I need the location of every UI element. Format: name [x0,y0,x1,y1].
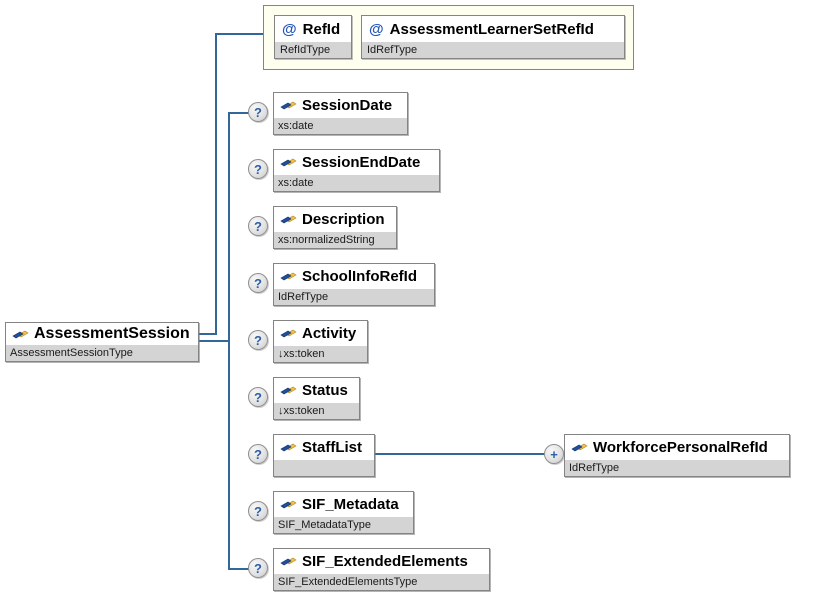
element-box-description[interactable]: Description xs:normalizedString [273,206,397,249]
connector-attributes-vertical [215,33,217,335]
attribute-title: @ AssessmentLearnerSetRefId [362,16,624,42]
element-type: xs:date [274,118,407,134]
element-box-sifextendedelements[interactable]: SIF_ExtendedElements SIF_ExtendedElement… [273,548,490,591]
connector-stafflist-to-child [373,453,546,455]
connector-stub-first-child [228,112,250,114]
occurrence-indicator-sessionenddate[interactable]: ? [248,159,268,179]
occurrence-symbol: ? [254,161,262,177]
element-box-assessmentsession[interactable]: AssessmentSession AssessmentSessionType [5,322,199,362]
element-type: ↓xs:token [274,403,359,419]
occurrence-indicator-sessiondate[interactable]: ? [248,102,268,122]
element-icon [280,327,297,340]
occurrence-indicator-activity[interactable]: ? [248,330,268,350]
connector-stub-last-child [228,568,250,570]
element-name: Status [302,382,348,399]
element-type: xs:date [274,175,439,191]
element-name: SIF_ExtendedElements [302,553,468,570]
element-name: SchoolInfoRefId [302,268,417,285]
element-type [274,460,374,476]
element-type: xs:normalizedString [274,232,396,248]
element-icon [280,384,297,397]
attribute-name: AssessmentLearnerSetRefId [389,20,594,38]
element-type: AssessmentSessionType [6,345,198,361]
element-icon [280,156,297,169]
element-name: SessionDate [302,97,393,114]
element-name: SessionEndDate [302,154,421,171]
occurrence-symbol: + [550,446,558,462]
occurrence-indicator-schoolinforefid[interactable]: ? [248,273,268,293]
element-type: SIF_ExtendedElementsType [274,574,489,590]
element-icon [12,328,29,341]
element-type: IdRefType [274,289,434,305]
attribute-name: RefId [302,20,341,38]
occurrence-symbol: ? [254,446,262,462]
occurrence-symbol: ? [254,275,262,291]
element-type: SIF_MetadataType [274,517,413,533]
element-box-schoolinforefid[interactable]: SchoolInfoRefId IdRefType [273,263,435,306]
occurrence-symbol: ? [254,503,262,519]
element-title: SessionEndDate [274,150,439,175]
element-icon [280,213,297,226]
element-title: SchoolInfoRefId [274,264,434,289]
element-box-stafflist[interactable]: StaffList [273,434,375,477]
element-type: ↓xs:token [274,346,367,362]
element-icon [280,498,297,511]
occurrence-indicator-sifmetadata[interactable]: ? [248,501,268,521]
element-icon [280,555,297,568]
connector-children-trunk [228,112,230,570]
connector-root-to-children [199,340,230,342]
attribute-panel: @ RefId RefIdType @ AssessmentLearnerSet… [263,5,634,70]
attribute-type: RefIdType [275,42,351,58]
element-icon [571,441,588,454]
element-title: Status [274,378,359,403]
element-title: AssessmentSession [6,323,198,345]
connector-root-to-attributes [199,333,217,335]
occurrence-symbol: ? [254,389,262,405]
element-title: SessionDate [274,93,407,118]
attribute-at-icon: @ [282,20,297,38]
element-name: Description [302,211,385,228]
element-box-sessionenddate[interactable]: SessionEndDate xs:date [273,149,440,192]
element-name: AssessmentSession [34,325,190,342]
attribute-at-icon: @ [369,20,384,38]
element-box-workforcepersonalrefid[interactable]: WorkforcePersonalRefId IdRefType [564,434,790,477]
element-name: Activity [302,325,357,342]
element-box-sessiondate[interactable]: SessionDate xs:date [273,92,408,135]
element-box-sifmetadata[interactable]: SIF_Metadata SIF_MetadataType [273,491,414,534]
element-title: StaffList [274,435,374,460]
element-name: StaffList [302,439,362,456]
element-title: Activity [274,321,367,346]
element-name: WorkforcePersonalRefId [593,439,768,456]
occurrence-indicator-stafflist[interactable]: ? [248,444,268,464]
element-type: IdRefType [565,460,789,476]
element-title: Description [274,207,396,232]
element-icon [280,270,297,283]
occurrence-symbol: ? [254,332,262,348]
occurrence-indicator-sifextendedelements[interactable]: ? [248,558,268,578]
occurrence-indicator-status[interactable]: ? [248,387,268,407]
attribute-type: IdRefType [362,42,624,58]
connector-attributes-horizontal [215,33,263,35]
element-box-activity[interactable]: Activity ↓xs:token [273,320,368,363]
element-title: WorkforcePersonalRefId [565,435,789,460]
occurrence-indicator-description[interactable]: ? [248,216,268,236]
element-name: SIF_Metadata [302,496,399,513]
element-box-status[interactable]: Status ↓xs:token [273,377,360,420]
occurrence-symbol: ? [254,560,262,576]
element-title: SIF_ExtendedElements [274,549,489,574]
occurrence-symbol: ? [254,104,262,120]
element-title: SIF_Metadata [274,492,413,517]
element-icon [280,441,297,454]
attribute-title: @ RefId [275,16,351,42]
attribute-box-refid[interactable]: @ RefId RefIdType [274,15,352,59]
occurrence-indicator-workforcepersonalrefid[interactable]: + [544,444,564,464]
occurrence-symbol: ? [254,218,262,234]
element-icon [280,99,297,112]
attribute-box-assessmentlearnersetrefid[interactable]: @ AssessmentLearnerSetRefId IdRefType [361,15,625,59]
